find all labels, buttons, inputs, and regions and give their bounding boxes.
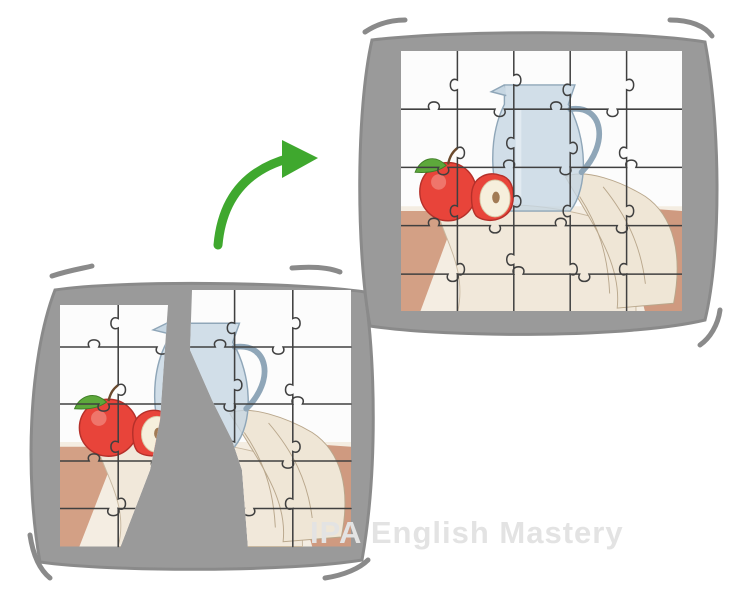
curved-right-arrow-icon (213, 140, 318, 250)
frame-stroke-accent (322, 557, 371, 581)
incomplete-puzzle (27, 263, 375, 581)
watermark-text: IPA English Mastery (310, 515, 624, 550)
frame-stroke-accent (49, 263, 95, 279)
frame-stroke-accent (362, 17, 408, 35)
frame-stroke-accent (27, 532, 53, 581)
puzzle-image (401, 51, 682, 311)
frame-stroke-accent (289, 264, 343, 275)
frame-stroke-accent (697, 307, 723, 348)
complete-puzzle (358, 17, 723, 348)
frame-stroke-accent (667, 17, 715, 39)
